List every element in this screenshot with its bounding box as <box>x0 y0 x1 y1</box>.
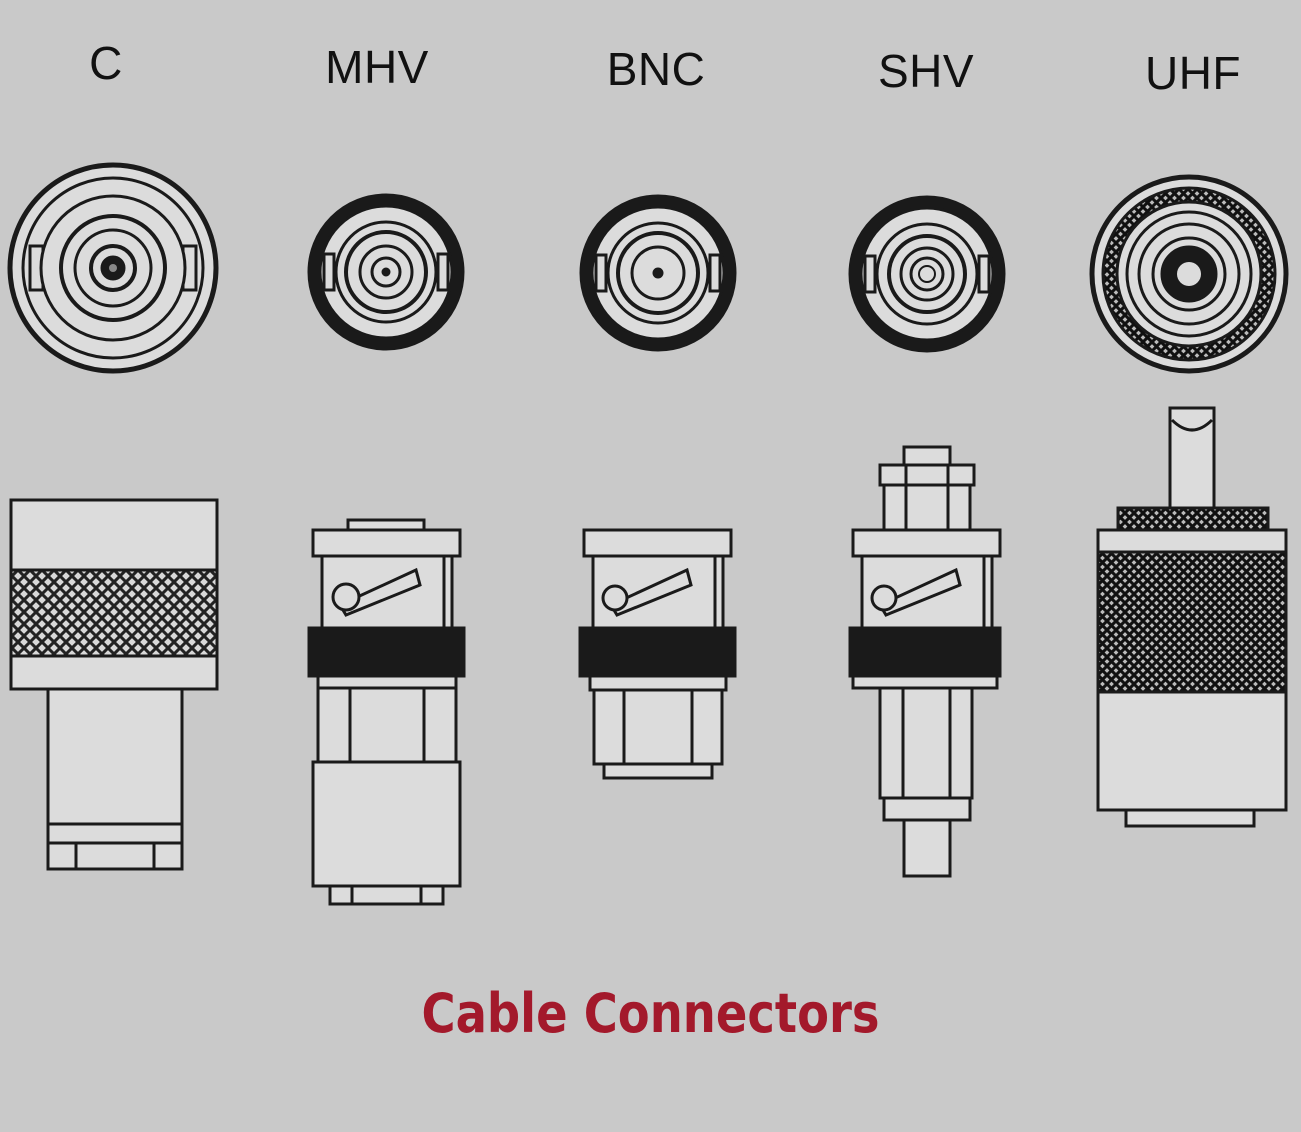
label-bnc: BNC <box>606 43 706 95</box>
mhv-face-icon <box>307 193 465 351</box>
label-c: C <box>89 37 123 89</box>
label-uhf: UHF <box>1144 47 1242 99</box>
shv-side-icon <box>848 445 1002 878</box>
diagram-title: Cable Connectors <box>421 982 880 1045</box>
bnc-side-icon <box>578 528 737 780</box>
mhv-side-icon <box>307 518 466 906</box>
shv-face-icon <box>848 195 1006 353</box>
uhf-face-icon <box>1089 174 1289 374</box>
bnc-face-icon <box>579 194 737 352</box>
label-shv: SHV <box>877 45 975 97</box>
uhf-side-icon <box>1096 406 1288 828</box>
label-mhv: MHV <box>325 41 429 93</box>
c-face-icon <box>7 162 219 374</box>
c-side-icon <box>9 498 219 871</box>
